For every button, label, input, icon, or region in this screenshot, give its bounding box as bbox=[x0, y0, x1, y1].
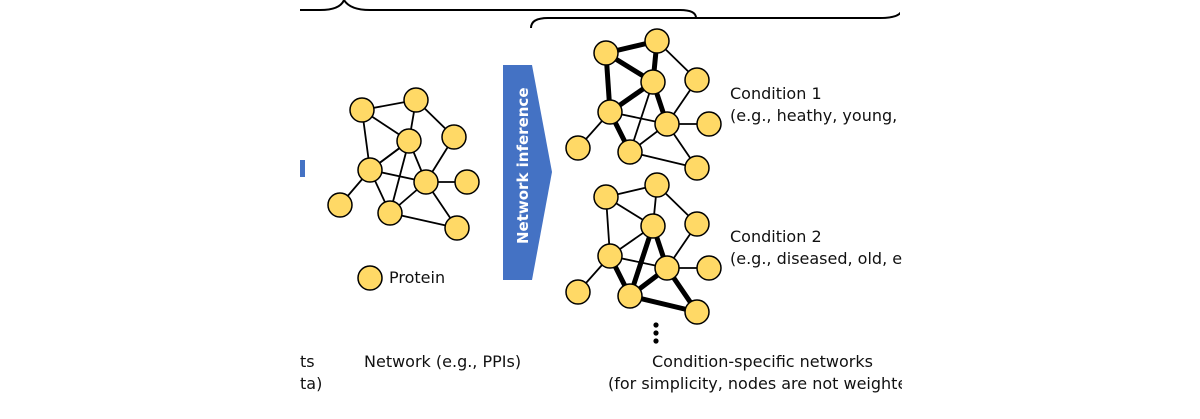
left-caption-line1: ts bbox=[300, 352, 315, 371]
right-caption: Condition-specific networks (for simplic… bbox=[600, 352, 902, 402]
middle-network-node bbox=[413, 169, 439, 195]
legend-protein-node bbox=[357, 265, 383, 291]
condition-1-network-node bbox=[617, 139, 643, 165]
middle-network-node bbox=[357, 157, 383, 183]
condition-2-network-node bbox=[684, 211, 710, 237]
middle-network-node bbox=[327, 192, 353, 218]
top-brace-2 bbox=[530, 11, 900, 29]
middle-network-node bbox=[349, 97, 375, 123]
condition-1-network-node bbox=[597, 99, 623, 125]
condition-1-network-node bbox=[640, 69, 666, 95]
condition-1-network-node bbox=[696, 111, 722, 137]
condition-1-network-node bbox=[684, 155, 710, 181]
middle-network-node bbox=[396, 128, 422, 154]
condition-1-network-node bbox=[684, 67, 710, 93]
condition-2-network-node bbox=[644, 172, 670, 198]
middle-network-node bbox=[377, 200, 403, 226]
condition-1-network-node bbox=[654, 111, 680, 137]
right-caption-line2: (for simplicity, nodes are not weighte bbox=[608, 374, 902, 393]
condition-1-title: Condition 1 bbox=[730, 84, 822, 103]
condition-2-network-node bbox=[640, 213, 666, 239]
ellipsis-dot bbox=[653, 330, 659, 336]
left-blue-tick bbox=[300, 160, 305, 177]
legend-protein-label: Protein bbox=[389, 268, 446, 287]
network-inference-arrow bbox=[503, 65, 552, 280]
middle-network-node bbox=[441, 124, 467, 150]
middle-network-node bbox=[403, 87, 429, 113]
condition-1-text: Condition 1 (e.g., heathy, young, etc bbox=[730, 84, 902, 128]
middle-network-node bbox=[454, 169, 480, 195]
condition-1-network-node bbox=[644, 28, 670, 54]
condition-2-text: Condition 2 (e.g., diseased, old, etc. bbox=[730, 227, 902, 271]
network-caption: Network (e.g., PPIs) bbox=[364, 352, 522, 371]
condition-2-network-node bbox=[597, 243, 623, 269]
condition-2-network-node bbox=[565, 279, 591, 305]
condition-2-network-node bbox=[654, 255, 680, 281]
condition-1-network-node bbox=[593, 40, 619, 66]
middle-network-node bbox=[444, 215, 470, 241]
left-caption: ts ta) bbox=[300, 352, 330, 402]
left-caption-line2: ta) bbox=[300, 374, 323, 393]
condition-2-network-node bbox=[617, 283, 643, 309]
right-caption-line1: Condition-specific networks bbox=[652, 352, 873, 371]
condition-2-detail: (e.g., diseased, old, etc. bbox=[730, 249, 902, 268]
condition-2-network-node bbox=[684, 299, 710, 325]
ellipsis-dot bbox=[653, 338, 659, 344]
condition-2-title: Condition 2 bbox=[730, 227, 822, 246]
condition-2-network-node bbox=[593, 184, 619, 210]
condition-2-network-node bbox=[696, 255, 722, 281]
ellipsis-dot bbox=[653, 322, 659, 328]
condition-1-detail: (e.g., heathy, young, etc bbox=[730, 106, 902, 125]
network-inference-label: Network inference bbox=[514, 87, 532, 245]
condition-1-network-node bbox=[565, 135, 591, 161]
top-brace-1 bbox=[300, 0, 697, 19]
